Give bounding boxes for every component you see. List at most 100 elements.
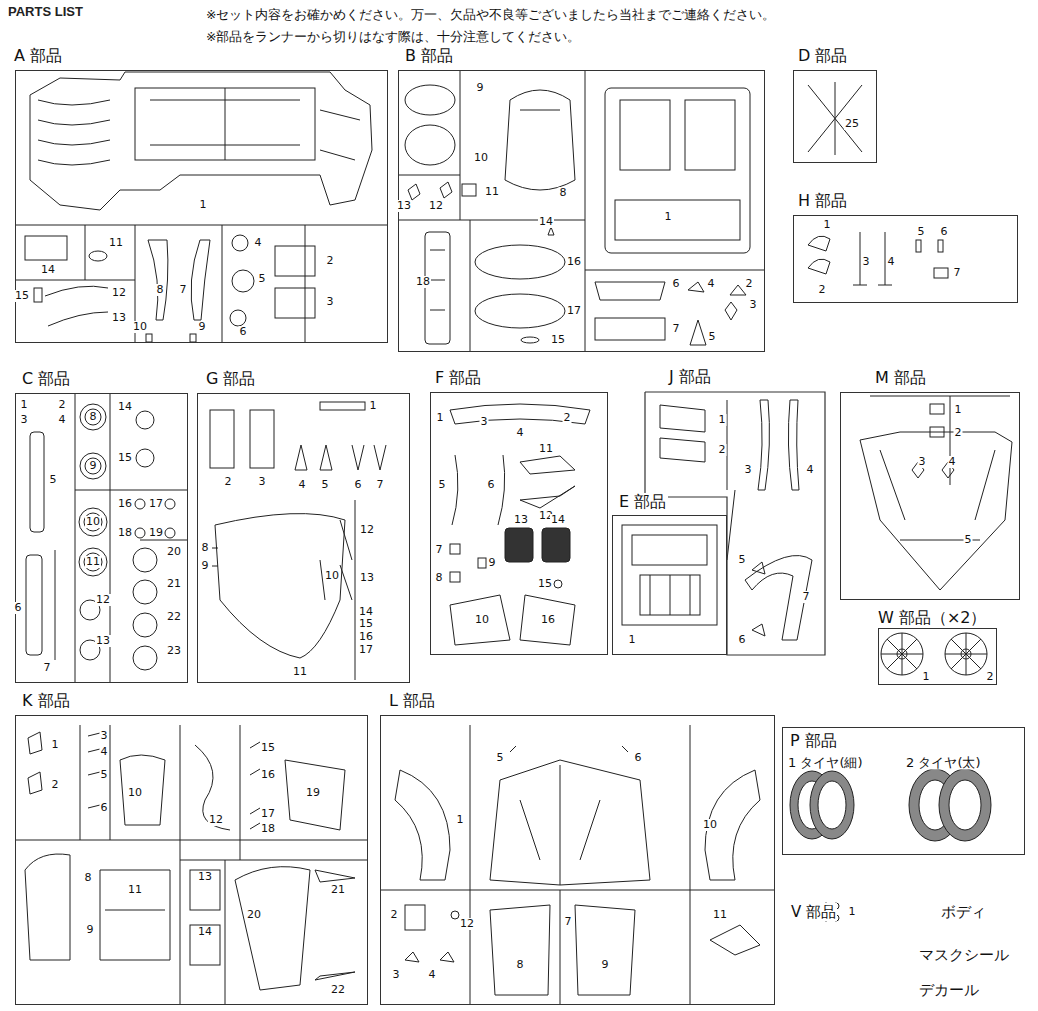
- callout-number: 6: [672, 278, 681, 290]
- callout-number: 12: [95, 594, 111, 606]
- runner-label: A 部品: [12, 47, 64, 65]
- callout-number: 11: [538, 443, 554, 455]
- callout-number: 14: [197, 926, 213, 938]
- callout-number: 8: [156, 284, 165, 296]
- runner-box: D 部品: [793, 70, 877, 163]
- callout-number: 10: [324, 570, 340, 582]
- callout-number: 15: [117, 452, 133, 464]
- callout-number: 4: [516, 427, 525, 439]
- callout-number: 22: [330, 984, 346, 996]
- callout-number: 1: [20, 399, 29, 411]
- runner-label: D 部品: [796, 47, 849, 65]
- callout-number: 12: [359, 524, 375, 536]
- runner-label: B 部品: [403, 47, 455, 65]
- callout-number: 1: [848, 906, 857, 918]
- callout-number: 15: [550, 334, 566, 346]
- callout-number: 11: [127, 884, 143, 896]
- callout-number: 4: [254, 237, 263, 249]
- callout-number: 13: [359, 572, 375, 584]
- callout-number: 9: [201, 560, 210, 572]
- callout-number: 7: [802, 591, 811, 603]
- callout-number: 6: [940, 226, 949, 238]
- callout-number: 12: [459, 918, 475, 930]
- callout-number: 13: [396, 200, 412, 212]
- callout-number: 13: [95, 635, 111, 647]
- callout-number: 5: [738, 554, 747, 566]
- callout-number: 3: [20, 414, 29, 426]
- runner-label: K 部品: [20, 692, 72, 710]
- callout-number: 19: [305, 787, 321, 799]
- callout-number: 5: [964, 534, 973, 546]
- callout-number: 1: [823, 219, 832, 231]
- callout-number: 6: [239, 326, 248, 338]
- callout-number: 3: [918, 456, 927, 468]
- callout-number: 23: [166, 645, 182, 657]
- callout-number: 20: [246, 909, 262, 921]
- callout-number: 20: [166, 546, 182, 558]
- callout-number: 17: [358, 644, 374, 656]
- callout-number: 14: [40, 264, 56, 276]
- runner-box: M 部品: [840, 392, 1020, 600]
- callout-number: 7: [43, 662, 52, 674]
- callout-number: 2: [51, 779, 60, 791]
- callout-number: 2: [326, 255, 335, 267]
- callout-number: 3: [862, 256, 871, 268]
- callout-number: 21: [330, 884, 346, 896]
- callout-number: 22: [166, 611, 182, 623]
- callout-number: 3: [749, 299, 758, 311]
- callout-number: 9: [86, 924, 95, 936]
- runner-label: F 部品: [433, 369, 483, 387]
- callout-number: 14: [550, 514, 566, 526]
- note-text: ※部品をランナーから切りはなす際は、十分注意してください。: [205, 29, 581, 44]
- runner-box: L 部品: [380, 715, 775, 1005]
- runner-label: M 部品: [873, 369, 928, 387]
- callout-number: 18: [117, 527, 133, 539]
- callout-number: 2: [818, 284, 827, 296]
- callout-number: 8: [201, 542, 210, 554]
- callout-number: 6: [100, 802, 109, 814]
- callout-number: 11: [85, 556, 101, 568]
- callout-number: 6: [634, 752, 643, 764]
- callout-number: 7: [376, 479, 385, 491]
- callout-number: 2: [986, 671, 995, 683]
- runner-label: P 部品: [788, 732, 839, 750]
- callout-number: 11: [712, 909, 728, 921]
- runner-border: [645, 392, 825, 655]
- callout-number: 14: [117, 401, 133, 413]
- callout-number: 12: [111, 287, 127, 299]
- callout-number: 5: [321, 479, 330, 491]
- runner-outline: [645, 392, 825, 655]
- callout-number: 15: [14, 290, 30, 302]
- callout-number: 2: [954, 427, 963, 439]
- callout-number: 13: [197, 871, 213, 883]
- runner-label: L 部品: [387, 692, 437, 710]
- callout-number: 11: [292, 666, 308, 678]
- callout-number: 3: [744, 464, 753, 476]
- callout-number: 17: [260, 808, 276, 820]
- callout-number: 2: [390, 909, 399, 921]
- callout-number: 10: [702, 819, 718, 831]
- callout-number: 1: [199, 199, 208, 211]
- callout-number: 10: [132, 321, 148, 333]
- callout-number: 1: [628, 634, 637, 646]
- callout-number: 7: [953, 267, 962, 279]
- callout-number: 5: [438, 479, 447, 491]
- callout-number: 4: [948, 456, 957, 468]
- callout-number: 5: [258, 273, 267, 285]
- runner-label: W 部品（×2）: [876, 609, 989, 627]
- callout-number: 13: [111, 312, 127, 324]
- callout-number: 10: [85, 516, 101, 528]
- callout-number: 9: [601, 959, 610, 971]
- callout-number: 1: [922, 671, 931, 683]
- callout-number: 6: [354, 479, 363, 491]
- page-title: PARTS LIST: [6, 4, 85, 19]
- callout-number: 14: [538, 216, 554, 228]
- callout-number: 3: [392, 969, 401, 981]
- callout-number: 2: [718, 444, 727, 456]
- callout-number: 6: [14, 602, 23, 614]
- callout-number: 8: [84, 872, 93, 884]
- callout-number: 12: [428, 200, 444, 212]
- callout-number: 16: [117, 498, 133, 510]
- callout-number: 9: [89, 460, 98, 472]
